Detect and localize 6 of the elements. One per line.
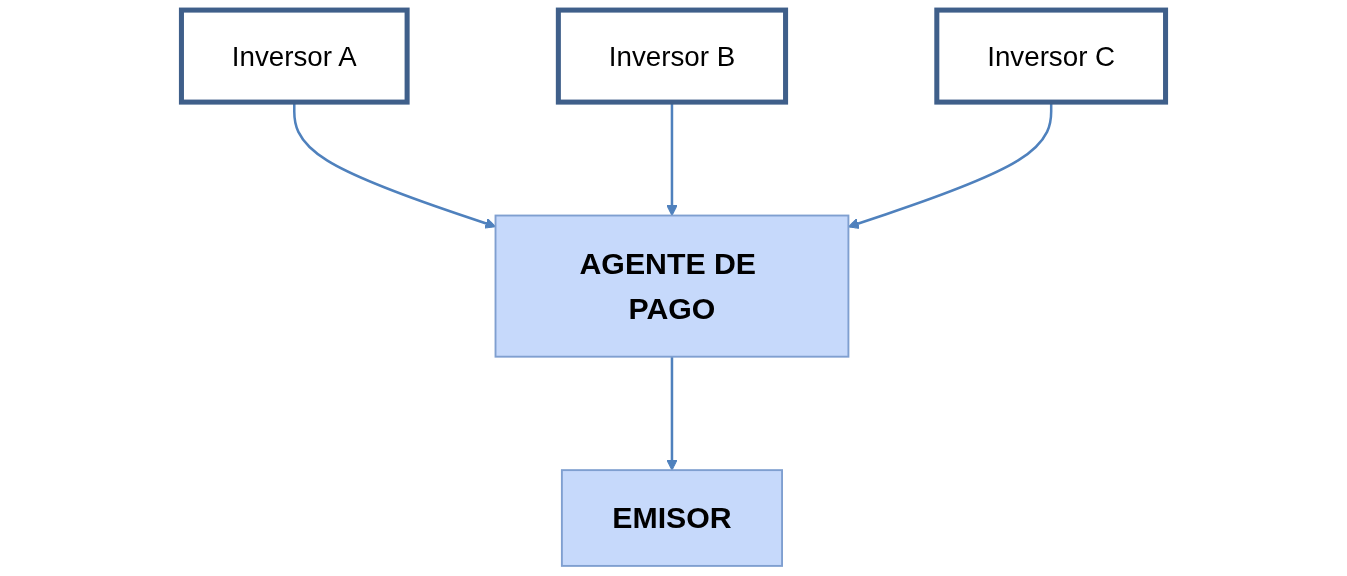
arrow bbox=[666, 356, 678, 471]
node-box: Inversor A bbox=[178, 7, 410, 105]
node-box: AGENTE DE PAGO bbox=[494, 214, 850, 358]
node-box: Inversor C bbox=[934, 7, 1169, 105]
node-box: Inversor B bbox=[555, 7, 789, 105]
node-box: EMISOR bbox=[560, 469, 783, 567]
